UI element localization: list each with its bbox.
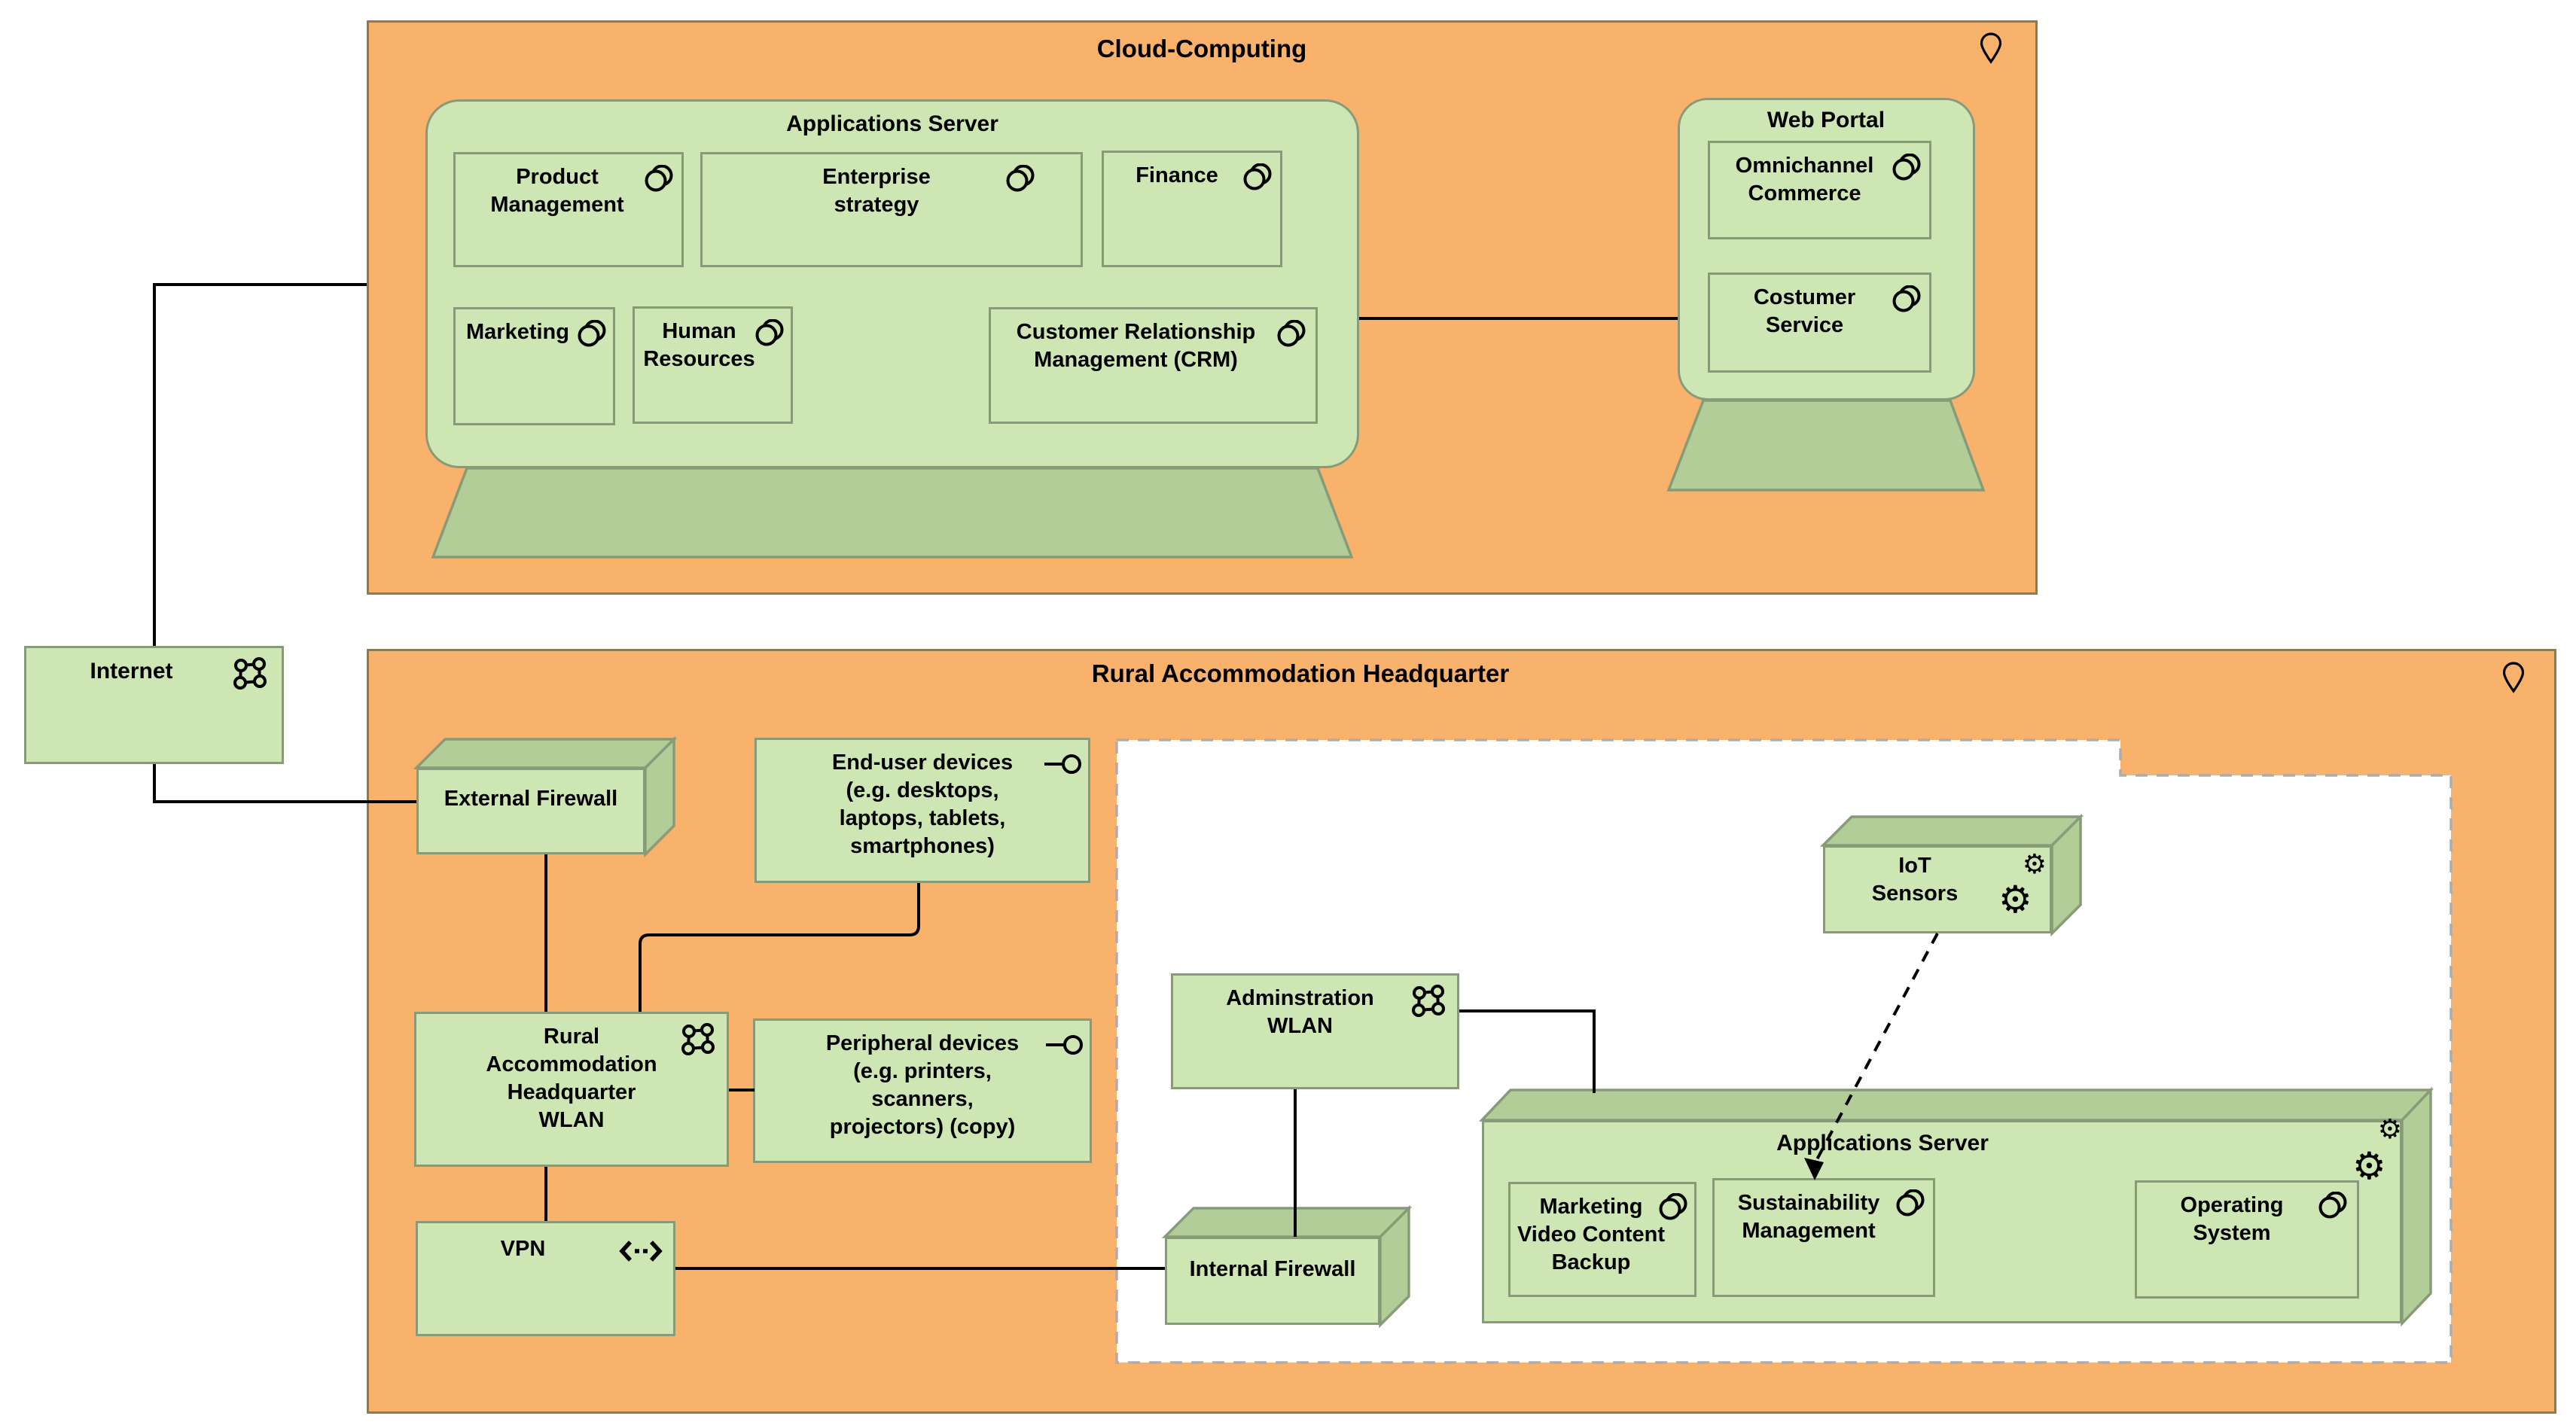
rah-app-server-label: Applications Server <box>1776 1131 1989 1156</box>
cloud-app-server-label: Applications Server <box>786 111 998 136</box>
interface-icon <box>1046 1035 1083 1055</box>
box-side-face <box>2401 1086 2432 1327</box>
internet-node[interactable]: Internet <box>24 646 284 764</box>
interface-icon <box>1044 754 1081 774</box>
component-icon <box>755 319 784 346</box>
gears-icon: ⚙⚙ <box>1998 848 2047 921</box>
network-icon <box>233 657 267 690</box>
box-top-face <box>1478 1089 2434 1122</box>
end-user-devices-node[interactable]: End-user devices (e.g. desktops, laptops… <box>755 738 1090 883</box>
external-firewall-node[interactable]: External Firewall <box>416 768 645 854</box>
component-icon <box>1896 1189 1925 1216</box>
vpn-node[interactable]: VPN <box>416 1221 675 1336</box>
component-product-management[interactable]: Product Management <box>453 152 684 267</box>
location-pin-icon <box>1980 32 2002 64</box>
iot-sensors-node[interactable]: IoT Sensors ⚙⚙ <box>1823 845 2052 933</box>
component-icon <box>1277 320 1306 347</box>
component-icon <box>2318 1192 2347 1219</box>
component-icon <box>578 320 606 347</box>
component-finance[interactable]: Finance <box>1102 151 1282 267</box>
component-icon <box>1006 165 1035 192</box>
network-icon <box>1412 985 1445 1017</box>
box-side-face <box>1379 1204 1410 1329</box>
location-pin-icon <box>2502 662 2525 693</box>
component-costumer-service[interactable]: Costumer Service <box>1708 273 1931 373</box>
box-top-face <box>1161 1207 1413 1238</box>
rah-wlan-node[interactable]: Rural Accommodation Headquarter WLAN <box>414 1012 729 1167</box>
box-side-face <box>644 735 675 858</box>
web-portal-label: Web Portal <box>1767 108 1886 132</box>
network-icon <box>681 1023 715 1055</box>
rah-title: Rural Accommodation Headquarter <box>1091 659 1510 687</box>
box-top-face <box>413 738 678 769</box>
component-icon <box>1659 1193 1687 1220</box>
component-sustainability-management[interactable]: Sustainability Management <box>1712 1178 1935 1297</box>
component-omnichannel-commerce[interactable]: Omnichannel Commerce <box>1708 141 1931 239</box>
component-operating-system[interactable]: Operating System <box>2135 1180 2359 1299</box>
internal-firewall-node[interactable]: Internal Firewall <box>1165 1237 1380 1325</box>
monitor-stand <box>1666 399 1986 492</box>
admin-wlan-node[interactable]: Adminstration WLAN <box>1171 973 1459 1089</box>
monitor-stand <box>431 467 1354 559</box>
path-icon <box>619 1241 663 1262</box>
component-enterprise-strategy[interactable]: Enterprise strategy <box>700 152 1083 267</box>
cloud-title: Cloud-Computing <box>1096 35 1307 62</box>
component-icon <box>1892 154 1921 181</box>
component-icon <box>645 165 673 192</box>
component-marketing[interactable]: Marketing <box>453 307 615 425</box>
component-human-resources[interactable]: Human Resources <box>633 306 793 424</box>
peripheral-devices-node[interactable]: Peripheral devices (e.g. printers, scann… <box>753 1019 1092 1163</box>
component-icon <box>1243 163 1272 190</box>
component-crm[interactable]: Customer Relationship Management (CRM) <box>989 307 1318 424</box>
box-side-face <box>2050 813 2082 937</box>
component-marketing-video-backup[interactable]: Marketing Video Content Backup <box>1508 1182 1697 1297</box>
gears-icon: ⚙⚙ <box>2352 1113 2402 1187</box>
component-icon <box>1892 285 1921 312</box>
box-top-face <box>1819 815 2084 847</box>
